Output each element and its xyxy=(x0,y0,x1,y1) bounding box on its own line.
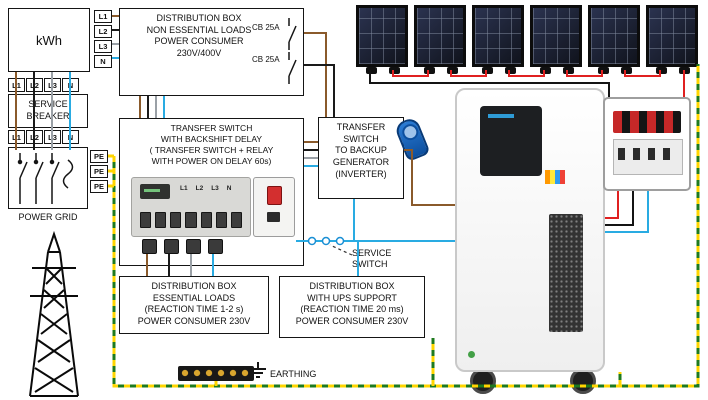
kwh-meter: kWh xyxy=(8,8,90,72)
clamp-terminal xyxy=(186,239,201,254)
clamp-terminal xyxy=(142,239,157,254)
phase-box2-l2: L2 xyxy=(26,130,43,144)
phase-label-l1: L1 xyxy=(94,10,112,23)
ats-terminal-row xyxy=(140,212,242,228)
phase-box-n: N xyxy=(62,78,79,92)
breaker-row xyxy=(613,111,681,133)
dist-to-transfer-wires xyxy=(139,96,165,118)
power-grid-box xyxy=(8,147,88,209)
phase-label-l2: L2 xyxy=(94,25,112,38)
phase-label-l3: L3 xyxy=(94,40,112,53)
solar-panel-3 xyxy=(472,5,524,74)
phase-box-l2: L2 xyxy=(26,78,43,92)
solar-panel-5 xyxy=(588,5,640,74)
clamp-terminal xyxy=(208,239,223,254)
solar-panel-1 xyxy=(356,5,408,74)
ats-display xyxy=(140,184,170,199)
transfer-backup-box: TRANSFER SWITCH TO BACKUP GENERATOR (INV… xyxy=(318,117,404,199)
cb-bottom-label: CB 25A xyxy=(252,55,280,64)
phase-stub-wires xyxy=(112,15,119,59)
pe-label-1: PE xyxy=(90,150,108,163)
inverter-vent-grille xyxy=(549,214,583,332)
pe-label-3: PE xyxy=(90,180,108,193)
phase-box-l1: L1 xyxy=(8,78,25,92)
relay-contactor xyxy=(253,177,295,237)
clamp-terminal xyxy=(164,239,179,254)
inverter-terminal-wires xyxy=(545,170,565,184)
service-switch-leader xyxy=(329,244,353,256)
cb-top-label: CB 25A xyxy=(252,23,280,32)
cb-output-wires xyxy=(304,32,335,117)
solar-panel-2 xyxy=(414,5,466,74)
service-switch-label: SERVICE SWITCH xyxy=(352,248,392,270)
dc-isolator-box xyxy=(603,97,691,191)
phase-box2-l1: L1 xyxy=(8,130,25,144)
phase-box2-n: N xyxy=(62,130,79,144)
din-modules xyxy=(613,139,683,175)
phase-label-n: N xyxy=(94,55,112,68)
distribution-box-essential: DISTRIBUTION BOX ESSENTIAL LOADS (REACTI… xyxy=(119,276,269,334)
power-grid-label: POWER GRID xyxy=(18,212,78,222)
service-breaker-box: SERVICE BREAKER xyxy=(8,94,88,128)
pe-label-2: PE xyxy=(90,165,108,178)
phase-box2-l3: L3 xyxy=(44,130,61,144)
kwh-label: kWh xyxy=(36,32,62,48)
distribution-box-non-essential: DISTRIBUTION BOX NON ESSENTIAL LOADS POW… xyxy=(119,8,304,96)
earthing-bar xyxy=(178,366,254,381)
inverter-unit xyxy=(455,88,605,372)
terminal-circles xyxy=(307,236,345,246)
distribution-box-ups: DISTRIBUTION BOX WITH UPS SUPPORT (REACT… xyxy=(279,276,425,338)
transmission-tower xyxy=(29,230,79,397)
solar-panel-6 xyxy=(646,5,698,74)
breaker-levers xyxy=(618,148,676,160)
earthing-label: EARTHING xyxy=(270,369,317,379)
inverter-status-led xyxy=(468,351,475,358)
solar-panel-4 xyxy=(530,5,582,74)
transfer-switch-box: TRANSFER SWITCH WITH BACKSHIFT DELAY ( T… xyxy=(119,118,304,266)
phase-box-l3: L3 xyxy=(44,78,61,92)
inverter-screen xyxy=(480,106,542,176)
